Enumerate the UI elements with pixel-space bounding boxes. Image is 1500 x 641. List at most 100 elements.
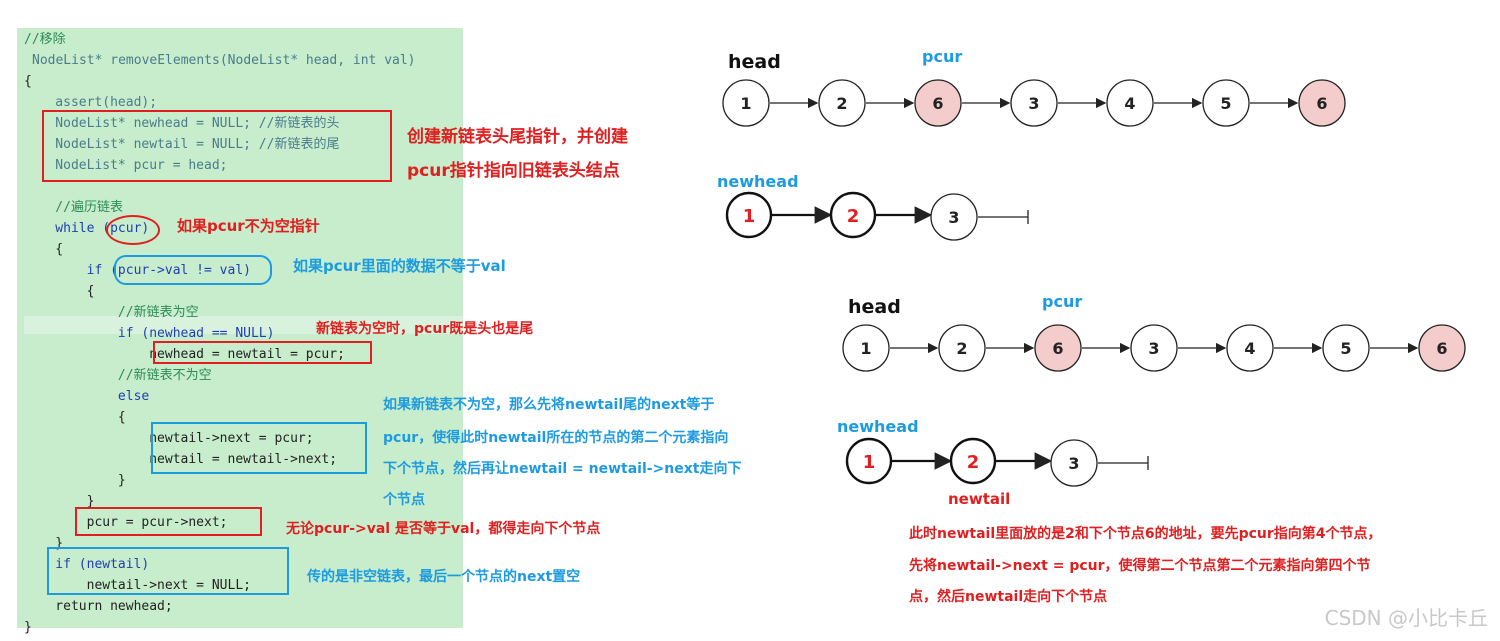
d2-new-node [949, 437, 997, 485]
code-line: { [24, 242, 64, 257]
d1-new-node [829, 191, 877, 239]
d2-node-value: 3 [1148, 339, 1159, 358]
d1-new-node-value: 2 [847, 206, 860, 227]
advance-pcur-box [75, 507, 262, 536]
code-line: //新链表为空 [24, 305, 199, 320]
d1-node-value: 6 [1316, 94, 1327, 113]
d2-pcur-label: pcur [1042, 292, 1082, 311]
d2-node-highlighted [1034, 324, 1082, 372]
d2-node [1130, 324, 1178, 372]
code-line: NodeList* newtail = NULL; //新链表的尾 [24, 137, 340, 152]
d2-new-node [1050, 439, 1098, 487]
d2-new-node-value: 3 [1068, 454, 1079, 473]
code-line: newtail->next = NULL; [24, 578, 251, 593]
d2-node-value: 1 [860, 339, 871, 358]
d2-node-value: 6 [1436, 339, 1447, 358]
declarations-box [42, 110, 392, 182]
code-line: return newhead; [24, 599, 173, 614]
d2-node-value: 4 [1244, 339, 1255, 358]
tail-null-box [47, 547, 289, 595]
code-line: else [24, 389, 150, 404]
d1-new-node [725, 191, 773, 239]
while-condition-circle [106, 215, 160, 245]
d1-head-label: head [728, 51, 781, 73]
d1-new-node [930, 193, 978, 241]
code-line: //新链表不为空 [24, 368, 212, 383]
code-line: newhead = newtail = pcur; [24, 347, 345, 362]
d1-new-list: 1 2 3 [725, 191, 1029, 241]
code-line: NodeList* removeElements(NodeList* head,… [32, 53, 416, 68]
while-note: 如果pcur不为空指针 [177, 217, 320, 235]
code-line: } [24, 473, 126, 488]
code-line: } [24, 494, 95, 509]
create-note-line1: 创建新链表头尾指针，并创建 [407, 127, 628, 147]
d1-node-value: 6 [932, 94, 943, 113]
d1-node [818, 79, 866, 127]
d1-node-value: 1 [740, 94, 751, 113]
d1-node-highlighted [914, 79, 962, 127]
d2-node-highlighted [1418, 324, 1466, 372]
code-line: pcur = pcur->next; [24, 515, 228, 530]
else-note-line4: 个节点 [383, 492, 425, 508]
else-note-line3: 下个节点，然后再让newtail = newtail->next走向下 [383, 461, 742, 477]
d2-node-value: 5 [1340, 339, 1351, 358]
d2-list: 1 2 6 3 4 5 6 [842, 324, 1466, 372]
d2-node [1322, 324, 1370, 372]
d1-node-value: 2 [836, 94, 847, 113]
code-line: if (newtail) [24, 557, 150, 572]
code-line: assert(head); [24, 95, 158, 110]
code-line: { [24, 284, 95, 299]
d1-node [1106, 79, 1154, 127]
d1-new-node-value: 1 [743, 206, 756, 227]
d2-head-label: head [848, 296, 901, 318]
d2-node [1226, 324, 1274, 372]
d2-node-value: 6 [1052, 339, 1063, 358]
d2-node [938, 324, 986, 372]
code-line: NodeList* pcur = head; [24, 158, 228, 173]
if-note: 如果pcur里面的数据不等于val [293, 257, 506, 275]
code-line: { [24, 74, 32, 89]
d2-new-list: 1 2 3 [845, 437, 1149, 487]
d1-node-value: 4 [1124, 94, 1135, 113]
d1-node-value: 5 [1220, 94, 1231, 113]
d1-newhead-label: newhead [717, 172, 799, 191]
d1-list: 1 2 6 3 4 5 6 [722, 79, 1346, 127]
d1-pcur-label: pcur [922, 47, 962, 66]
if-condition-box [114, 255, 272, 285]
code-line: { [24, 410, 126, 425]
d1-node [1202, 79, 1250, 127]
current-line-highlight [24, 316, 462, 334]
create-note-line2: pcur指针指向旧链表头结点 [407, 161, 620, 181]
empty-note: 新链表为空时，pcur既是头也是尾 [316, 321, 534, 337]
advance-note: 无论pcur->val 是否等于val，都得走向下个节点 [286, 521, 601, 537]
code-line: } [24, 536, 64, 551]
explanation-line1: 此时newtail里面放的是2和下个节点6的地址，要先pcur指向第4个节点， [909, 526, 1382, 542]
code-line: if (newhead == NULL) [24, 326, 275, 341]
else-note-line1: 如果新链表不为空，那么先将newtail尾的next等于 [383, 397, 715, 413]
code-line: //遍历链表 [24, 200, 123, 215]
else-note-line2: pcur，使得此时newtail所在的节点的第二个元素指向 [383, 430, 729, 446]
d1-node-highlighted [1298, 79, 1346, 127]
d2-new-node [845, 437, 893, 485]
watermark: CSDN @小比卡丘 [1324, 606, 1488, 630]
d2-node-value: 2 [956, 339, 967, 358]
d2-new-node-value: 1 [863, 452, 876, 473]
tail-note: 传的是非空链表，最后一个节点的next置空 [307, 569, 581, 585]
d2-node [842, 324, 890, 372]
d2-newtail-label: newtail [948, 490, 1010, 508]
explanation-line2: 先将newtail->next = pcur，使得第二个节点第二个元素指向第四个… [909, 558, 1371, 574]
d1-node-value: 3 [1028, 94, 1039, 113]
explanation-line3: 点，然后newtail走向下个节点 [909, 589, 1108, 605]
assign-head-tail-box [153, 341, 372, 364]
code-line: newtail->next = pcur; [24, 431, 314, 446]
code-line: //移除 [24, 32, 66, 47]
d1-node [722, 79, 770, 127]
code-line: } [24, 620, 32, 635]
code-line: newtail = newtail->next; [24, 452, 338, 467]
d1-node [1010, 79, 1058, 127]
d2-newhead-label: newhead [837, 417, 919, 436]
code-line: NodeList* newhead = NULL; //新链表的头 [24, 116, 340, 131]
else-branch-box [151, 422, 367, 474]
code-line: if (pcur->val != val) [24, 263, 251, 278]
